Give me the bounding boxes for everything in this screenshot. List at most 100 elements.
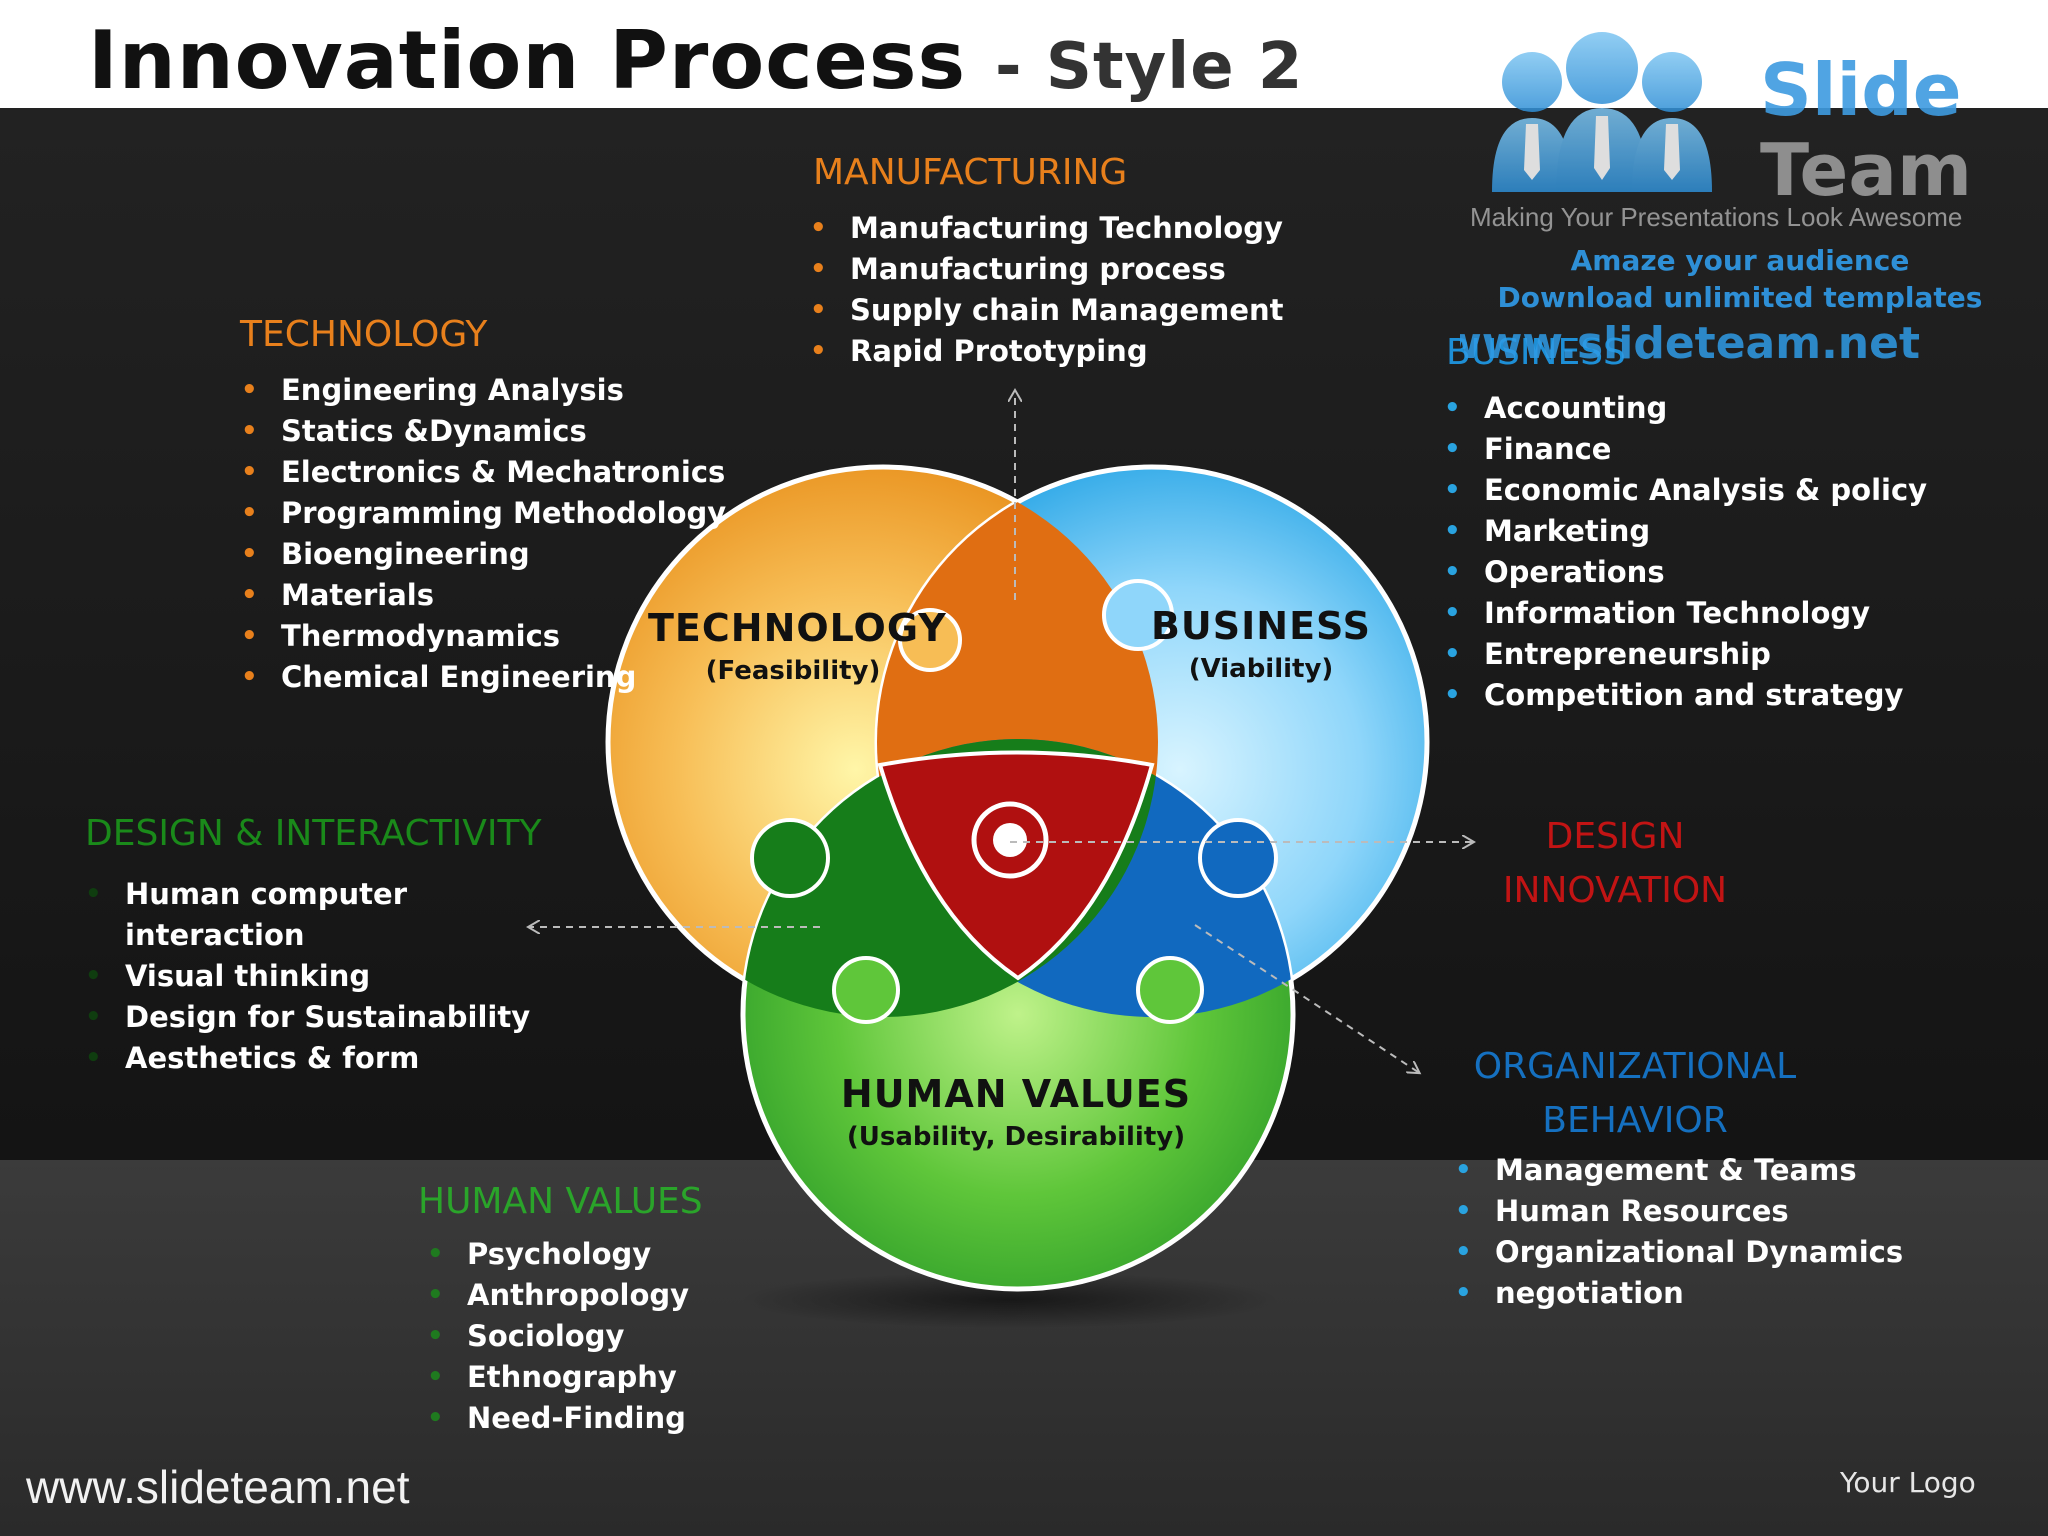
bullet-dot: • [810,336,827,366]
org-behavior-heading: ORGANIZATIONAL BEHAVIOR [1454,1040,1816,1148]
bullet-dot: • [241,416,258,446]
bullet-dot: • [241,662,258,692]
list-item: •Aesthetics & form [85,1038,530,1079]
puzzle-notch-bottom-right [1136,956,1204,1024]
list-item: •Information Technology [1444,593,1927,634]
list-item: •Sociology [427,1316,689,1357]
list-item: •Manufacturing process [810,249,1284,290]
bullet-dot: • [427,1239,444,1269]
logo-brand-2: Team [1760,128,1972,212]
bullet-dot: • [85,879,102,909]
list-item: •Accounting [1444,388,1927,429]
list-item: •Design for Sustainability [85,997,530,1038]
bullet-dot: • [1455,1196,1472,1226]
human-values-circle-subtitle: (Usability, Desirability) [846,1122,1186,1152]
list-item: interaction [125,918,305,952]
bullet-dot: • [1455,1237,1472,1267]
design-innovation-line2: INNOVATION [1502,870,1728,911]
title-main-text: Innovation Process [88,14,967,107]
bullet-dot: • [241,580,258,610]
bullet-dot: • [1444,516,1461,546]
bullet-dot: • [427,1321,444,1351]
target-outer-ring [971,801,1049,879]
bullet-dot: • [1444,434,1461,464]
bullet-dot: • [810,254,827,284]
your-logo-placeholder: Your Logo [1840,1466,1976,1499]
list-item: •Ethnography [427,1357,689,1398]
technology-circle-subtitle: (Feasibility) [705,656,881,686]
bullet-dot: • [1444,639,1461,669]
bullet-dot: • [1444,475,1461,505]
list-item: •Operations [1444,552,1927,593]
design-innovation-heading: DESIGN INNOVATION [1490,810,1740,918]
bullet-dot: • [427,1403,444,1433]
puzzle-notch-top-left [898,608,962,672]
list-item: •Rapid Prototyping [810,331,1284,372]
bullet-dot: • [85,1043,102,1073]
bullet-dot: • [241,621,258,651]
target-center-dot [993,823,1027,857]
technology-list: •Engineering Analysis •Statics &Dynamics… [241,370,726,698]
business-list: •Accounting •Finance •Economic Analysis … [1444,388,1927,716]
list-item: •Engineering Analysis [241,370,726,411]
bullet-dot: • [427,1362,444,1392]
puzzle-knob-right [1198,818,1278,898]
design-interactivity-heading: DESIGN & INTERACTIVITY [85,813,542,854]
bullet-dot: • [241,457,258,487]
title-sub-text: - Style 2 [995,30,1304,104]
list-item: •Anthropology [427,1275,689,1316]
bullet-dot: • [427,1280,444,1310]
org-behavior-list: •Management & Teams •Human Resources •Or… [1455,1150,1903,1314]
list-item: •Thermodynamics [241,616,726,657]
list-item: •Finance [1444,429,1927,470]
human-values-circle-label: HUMAN VALUES (Usability, Desirability) [816,1072,1216,1152]
puzzle-knob-left [750,818,830,898]
bullet-dot: • [241,539,258,569]
bullet-dot: • [85,961,102,991]
bullet-dot: • [241,375,258,405]
list-item: •Chemical Engineering [241,657,726,698]
diagram-shadow [740,1272,1280,1328]
human-values-heading: HUMAN VALUES [418,1181,703,1222]
business-circle-title: BUSINESS [1150,604,1372,648]
slideteam-logo: Slide Team Making Your Presentations Loo… [1441,20,2020,380]
title-bar [0,0,2048,108]
design-innovation-line1: DESIGN [1545,816,1685,857]
puzzle-notch-business [1102,579,1174,651]
puzzle-notch-bottom-left [832,956,900,1024]
logo-brand-1: Slide [1760,48,1962,132]
manufacturing-heading: MANUFACTURING [813,152,1128,193]
design-innovation-center [877,750,1155,981]
list-item: •Statics &Dynamics [241,411,726,452]
technology-heading: TECHNOLOGY [240,314,488,355]
bullet-dot: • [1444,598,1461,628]
people-icon: Slide Team Making Your Presentations Loo… [1441,32,1983,369]
list-item: •Management & Teams [1455,1150,1903,1191]
bullet-dot: • [810,295,827,325]
human-values-list: •Psychology •Anthropology •Sociology •Et… [427,1234,689,1439]
page-title: Innovation Process - Style 2 [88,14,1303,107]
business-circle-subtitle: (Viability) [1188,654,1334,684]
list-item: •negotiation [1455,1273,1903,1314]
arrow-to-org-behavior [1194,924,1418,1072]
logo-promo-2: Download unlimited templates [1498,281,1983,314]
list-item: •Entrepreneurship [1444,634,1927,675]
list-item: •Need-Finding [427,1398,689,1439]
logo-tagline: Making Your Presentations Look Awesome [1470,202,1962,232]
business-heading: BUSINESS [1446,332,1626,373]
footer-url[interactable]: www.slideteam.net [26,1461,410,1513]
list-item: •Organizational Dynamics [1455,1232,1903,1273]
list-item: •Materials [241,575,726,616]
manufacturing-list: •Manufacturing Technology •Manufacturing… [810,208,1284,372]
org-behavior-line2: BEHAVIOR [1542,1100,1728,1141]
bullet-dot: • [1444,557,1461,587]
bullet-dot: • [1444,680,1461,710]
technology-circle-title: TECHNOLOGY [648,606,947,650]
list-item: •Competition and strategy [1444,675,1927,716]
list-item: •Marketing [1444,511,1927,552]
bullet-dot: • [1455,1278,1472,1308]
technology-circle-label: TECHNOLOGY (Feasibility) [648,606,947,686]
bullet-dot: • [810,213,827,243]
list-item: •Programming Methodology [241,493,726,534]
